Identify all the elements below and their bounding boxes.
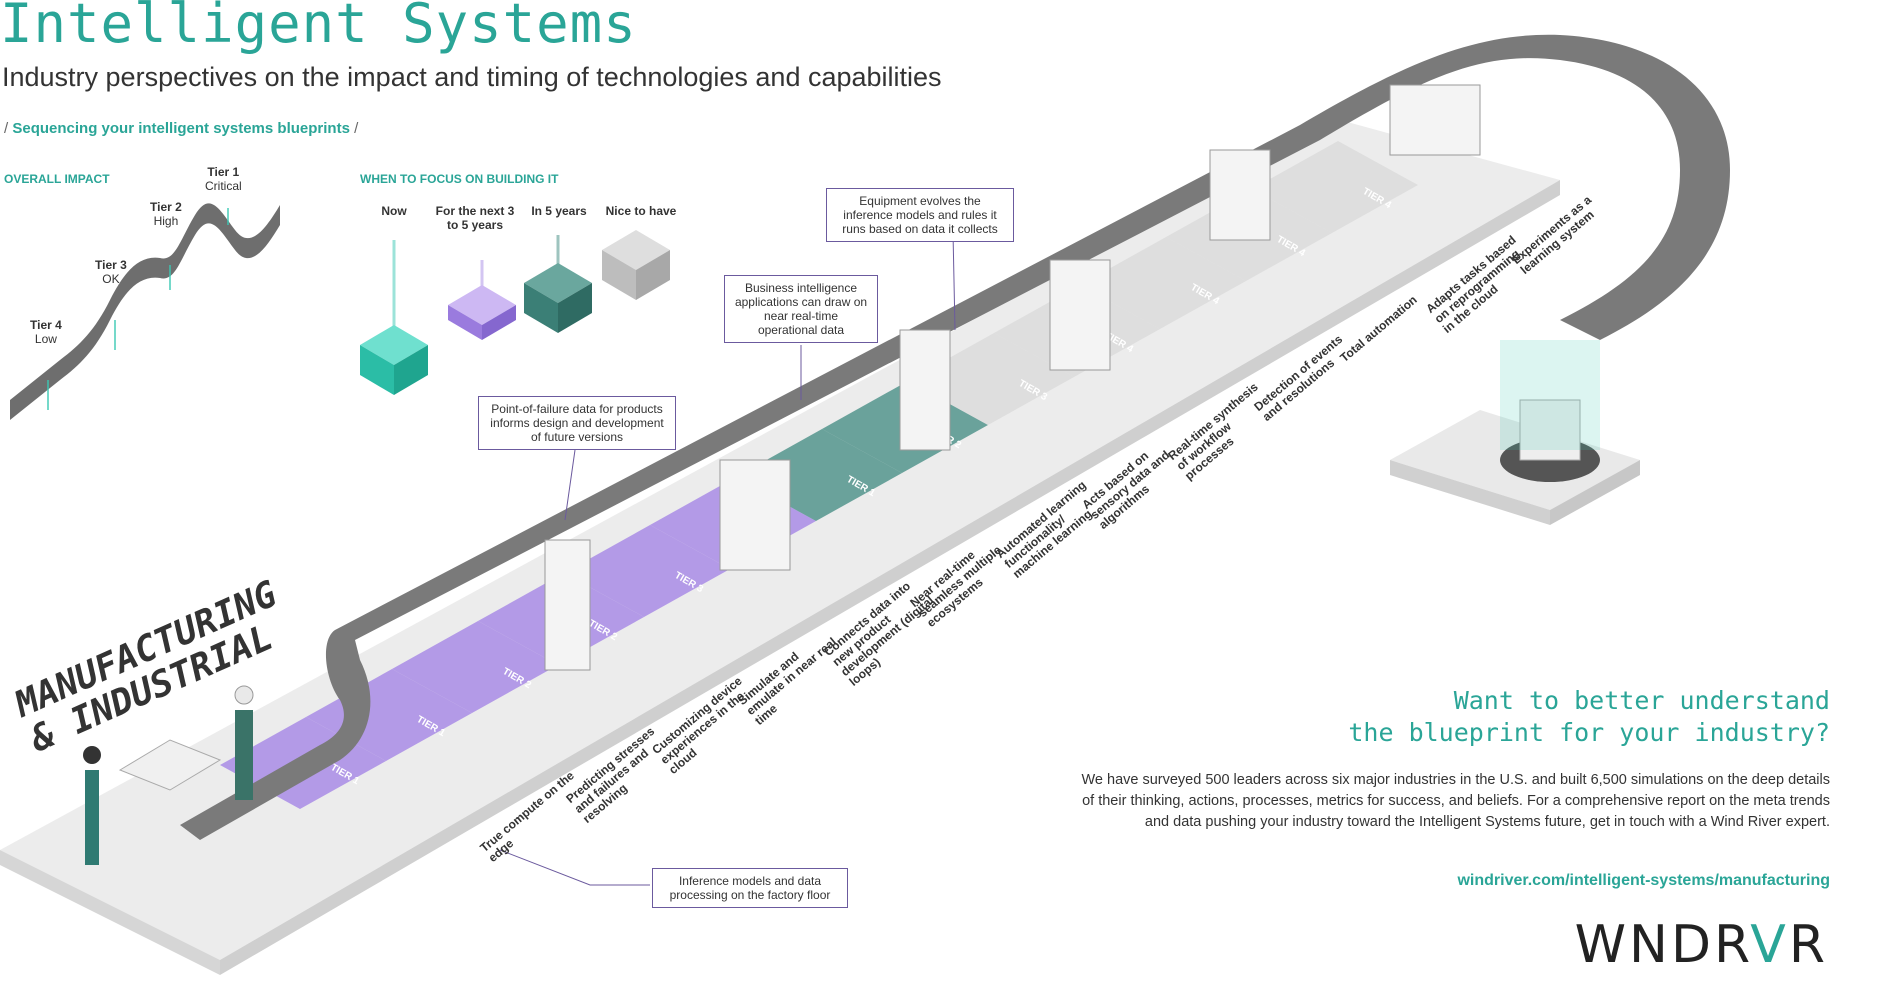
cta-line-2: the blueprint for your industry? xyxy=(1348,718,1830,747)
tier-3-level: OK xyxy=(102,272,120,286)
conveyor-belt xyxy=(180,34,1730,840)
focus-label-now: Now xyxy=(381,204,407,218)
cta-heading: Want to better understand the blueprint … xyxy=(1348,685,1830,749)
wind-river-logo: WNDRVR xyxy=(1575,915,1828,975)
tier-4-name: Tier 4 xyxy=(30,318,62,332)
tier-4-level: Low xyxy=(34,332,57,346)
tier-2-level: High xyxy=(153,214,179,228)
logo-part-1: WNDR xyxy=(1574,915,1751,975)
focus-cube-5-years xyxy=(524,235,592,333)
tier-1-name: Tier 1 xyxy=(207,165,240,179)
tier-tile: TIER 2 xyxy=(392,621,558,713)
impact-ribbon xyxy=(10,203,280,420)
impact-legend-heading: OVERALL IMPACT xyxy=(4,172,110,186)
callout-inference-models: Inference models and data processing on … xyxy=(652,868,848,908)
tier-tile: TIER 3 xyxy=(564,525,730,617)
cta-link[interactable]: windriver.com/intelligent-systems/manufa… xyxy=(1457,872,1830,889)
focus-legend-heading: WHEN TO FOCUS ON BUILDING IT xyxy=(360,172,559,186)
cta-body: We have surveyed 500 leaders across six … xyxy=(1081,772,1830,830)
section-kicker: / Sequencing your intelligent systems bl… xyxy=(4,120,359,137)
kicker-text: Sequencing your intelligent systems blue… xyxy=(12,120,350,137)
tier-tile-surface xyxy=(1080,237,1246,329)
focus-cube-3-5-years xyxy=(448,260,516,340)
tier-tile: TIER 4 xyxy=(1252,141,1418,233)
tier-tile-surface xyxy=(564,525,730,617)
logo-part-2: V xyxy=(1750,915,1789,975)
callout-equipment: Equipment evolves the inference models a… xyxy=(826,188,1014,242)
tier-tile-surface xyxy=(392,621,558,713)
workers xyxy=(83,685,254,865)
callout-point-of-failure: Point-of-failure data for products infor… xyxy=(478,396,676,450)
focus-label-nice-to-have: Nice to have xyxy=(605,204,677,218)
focus-label-5-years: In 5 years xyxy=(531,204,587,218)
tier-2-name: Tier 2 xyxy=(150,200,182,214)
page-subtitle: Industry perspectives on the impact and … xyxy=(2,62,942,92)
factory-machines xyxy=(544,84,1481,671)
tier-3-name: Tier 3 xyxy=(95,258,127,272)
focus-label-3-5-years: For the next 3 to 5 years xyxy=(435,204,515,232)
tier-1-level: Critical xyxy=(205,179,242,193)
cta-line-1: Want to better understand xyxy=(1453,686,1830,715)
tier-tile: TIER 4 xyxy=(1080,237,1246,329)
focus-cube-nice-to-have xyxy=(602,230,670,300)
tier-tile-surface xyxy=(1252,141,1418,233)
page-title: Intelligent Systems xyxy=(0,0,637,55)
robot-arm-station xyxy=(1390,340,1640,525)
callout-business-intelligence: Business intelligence applications can d… xyxy=(724,275,878,343)
focus-cube-now xyxy=(360,240,428,395)
logo-part-3: R xyxy=(1788,915,1828,975)
